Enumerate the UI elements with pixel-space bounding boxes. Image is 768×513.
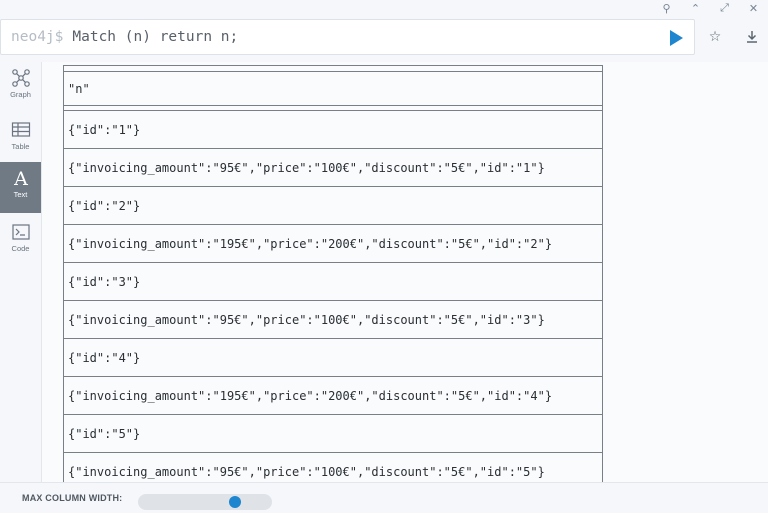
table-row: {"invoicing_amount":"195€","price":"200€…	[64, 377, 602, 415]
table-icon	[11, 122, 30, 137]
max-column-width-label: MAX COLUMN WIDTH:	[22, 493, 123, 503]
chevron-up-icon[interactable]: ⌃	[690, 1, 701, 15]
download-icon[interactable]	[743, 28, 761, 46]
expand-icon[interactable]: ⤢	[720, 1, 729, 14]
table-row: {"invoicing_amount":"95€","price":"100€"…	[64, 301, 602, 339]
sidebar-item-code[interactable]: Code	[0, 216, 41, 267]
table-row: {"id":"1"}	[64, 111, 602, 149]
table-row: {"id":"5"}	[64, 415, 602, 453]
text-icon: A	[13, 168, 28, 188]
table-row: {"invoicing_amount":"95€","price":"100€"…	[64, 149, 602, 187]
favorite-star-icon[interactable]: ☆	[708, 29, 722, 45]
close-icon[interactable]: ✕	[748, 1, 759, 15]
window-controls: ⚲ ⌃ ⤢ ✕	[652, 0, 768, 16]
query-text[interactable]: Match (n) return n;	[72, 29, 239, 45]
run-query-icon[interactable]	[668, 29, 684, 47]
sidebar-item-table[interactable]: Table	[0, 114, 41, 165]
pin-icon[interactable]: ⚲	[662, 1, 671, 15]
table-top-border	[64, 65, 602, 72]
editor-prompt: neo4j$	[11, 29, 64, 45]
svg-text:A: A	[13, 168, 28, 188]
sidebar-item-label: Code	[11, 244, 30, 253]
slider-thumb[interactable]	[228, 496, 241, 508]
query-editor[interactable]: neo4j$ Match (n) return n;	[0, 19, 695, 55]
table-row: {"id":"4"}	[64, 339, 602, 377]
table-row: {"id":"3"}	[64, 263, 602, 301]
table-row: {"invoicing_amount":"95€","price":"100€"…	[64, 453, 602, 482]
table-row: {"invoicing_amount":"195€","price":"200€…	[64, 225, 602, 263]
result-footer: MAX COLUMN WIDTH:	[0, 482, 768, 513]
ascii-result-table: "n" {"id":"1"} {"invoicing_amount":"95€"…	[63, 65, 603, 482]
max-column-width-slider[interactable]	[138, 494, 272, 510]
header-separator	[64, 105, 602, 111]
code-icon	[11, 224, 30, 240]
column-header: "n"	[68, 81, 90, 96]
sidebar-item-graph[interactable]: Graph	[0, 62, 41, 113]
sidebar-item-label: Graph	[10, 90, 31, 99]
sidebar-item-label: Text	[13, 190, 28, 199]
view-sidebar: Graph Table A Text Code	[0, 62, 42, 482]
sidebar-item-text[interactable]: A Text	[0, 162, 41, 213]
result-text-view: "n" {"id":"1"} {"invoicing_amount":"95€"…	[42, 62, 768, 482]
table-row: {"id":"2"}	[64, 187, 602, 225]
graph-icon	[11, 69, 30, 87]
sidebar-item-label: Table	[11, 142, 30, 151]
